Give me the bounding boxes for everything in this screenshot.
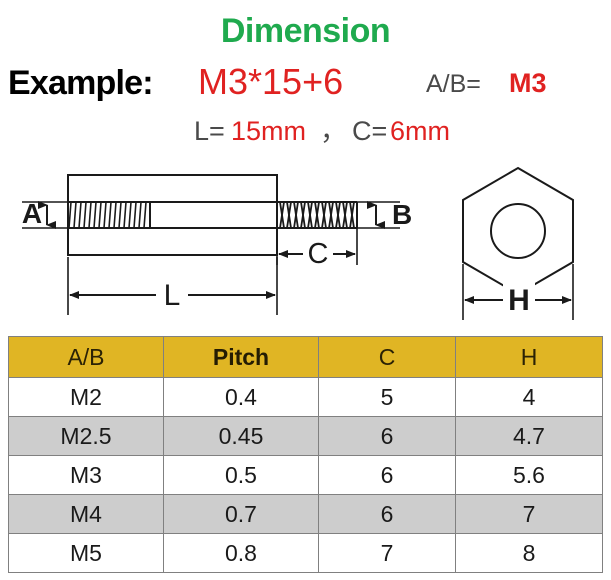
separator-comma: ， [320, 116, 347, 146]
cell-c: 6 [318, 455, 456, 495]
technical-drawing: A B C L [0, 160, 611, 330]
label-h: H [508, 284, 530, 317]
example-line: Example: M3*15+6 A/B= M3 [8, 61, 611, 108]
cell-pitch: 0.5 [163, 455, 319, 495]
l-equals-label: L= [194, 116, 225, 146]
l-value: 15mm [231, 116, 307, 146]
column-header-pitch: Pitch [163, 336, 319, 378]
cell-c: 6 [318, 494, 456, 534]
table-header-row: A/B Pitch C H [8, 336, 603, 378]
c-value: 6mm [390, 116, 450, 146]
table-row: M3 0.5 6 5.6 [8, 455, 603, 495]
cell-pitch: 0.7 [163, 494, 319, 534]
spec-table: A/B Pitch C H M2 0.4 5 4 M2.5 0.45 6 4.7 [8, 336, 603, 573]
label-l: L [164, 279, 181, 312]
dimension-b: B [352, 199, 412, 230]
example-label: Example: [8, 64, 154, 102]
table-row: M2 0.4 5 4 [8, 377, 603, 417]
table-row: M5 0.8 7 8 [8, 533, 603, 573]
label-a: A [22, 198, 42, 229]
cell-pitch: 0.8 [163, 533, 319, 573]
cell-h: 4 [455, 377, 603, 417]
cell-h: 7 [455, 494, 603, 534]
spec-table-body: M2 0.4 5 4 M2.5 0.45 6 4.7 M3 0.5 6 5.6 [8, 377, 603, 573]
cell-pitch: 0.45 [163, 416, 319, 456]
ab-value: M3 [509, 68, 547, 98]
spec-table-head: A/B Pitch C H [8, 336, 603, 378]
column-header-h: H [455, 336, 603, 378]
ab-equals-label: A/B= [426, 70, 481, 98]
example-code: M3*15+6 [198, 61, 344, 102]
internal-thread-hatch [68, 201, 151, 229]
cell-h: 8 [455, 533, 603, 573]
dimension-c: C [276, 228, 358, 270]
table-row: M2.5 0.45 6 4.7 [8, 416, 603, 456]
cell-ab: M4 [8, 494, 164, 534]
label-c: C [308, 238, 329, 270]
cell-pitch: 0.4 [163, 377, 319, 417]
cell-h: 5.6 [455, 455, 603, 495]
dimension-h: H [462, 264, 574, 320]
cell-c: 7 [318, 533, 456, 573]
length-code-line: L= 15mm ， C= 6mm [8, 118, 611, 154]
dimension-l: L [67, 257, 278, 315]
cell-ab: M5 [8, 533, 164, 573]
cell-h: 4.7 [455, 416, 603, 456]
dimension-a: A [22, 198, 72, 229]
cell-ab: M2.5 [8, 416, 164, 456]
table-row: M4 0.7 6 7 [8, 494, 603, 534]
hex-end-view [462, 166, 574, 296]
c-equals-label: C= [352, 116, 388, 146]
cell-ab: M3 [8, 455, 164, 495]
cell-c: 6 [318, 416, 456, 456]
drawing-canvas: A B C L [22, 166, 574, 320]
label-b: B [392, 199, 412, 230]
spec-table-container: A/B Pitch C H M2 0.4 5 4 M2.5 0.45 6 4.7 [8, 336, 603, 573]
column-header-ab: A/B [8, 336, 164, 378]
cell-c: 5 [318, 377, 456, 417]
cell-ab: M2 [8, 377, 164, 417]
external-thread [277, 201, 358, 229]
page-title: Dimension [220, 12, 391, 50]
column-header-c: C [318, 336, 456, 378]
